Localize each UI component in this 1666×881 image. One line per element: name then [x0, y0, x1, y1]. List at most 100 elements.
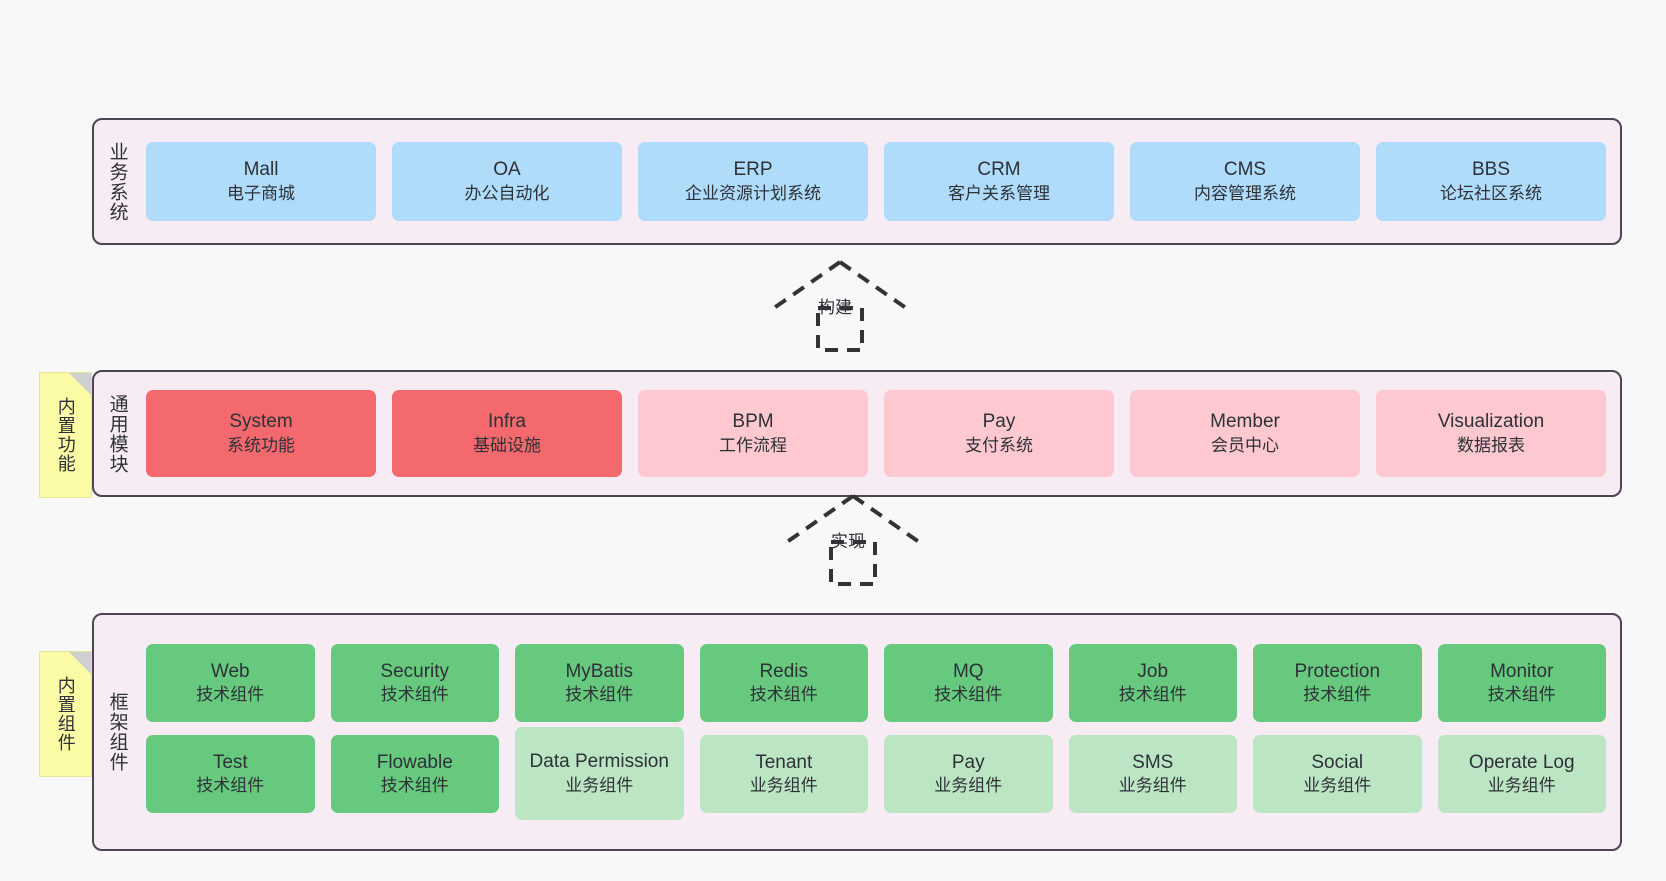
card-title: Tenant: [755, 751, 813, 773]
layer-business-system: 业务系统 Mall 电子商城 OA 办公自动化 ERP 企业资源计划系统 CRM…: [92, 118, 1622, 245]
card-bbs[interactable]: BBS 论坛社区系统: [1376, 142, 1606, 221]
layer-framework-component: 框架组件 Web 技术组件 Security 技术组件 MyBatis 技术组件…: [92, 613, 1622, 851]
card-member[interactable]: Member 会员中心: [1130, 390, 1360, 477]
card-pay-module[interactable]: Pay 支付系统: [884, 390, 1114, 477]
card-subtitle: 支付系统: [965, 435, 1033, 455]
card-bpm[interactable]: BPM 工作流程: [638, 390, 868, 477]
card-row: System 系统功能 Infra 基础设施 BPM 工作流程 Pay 支付系统…: [146, 390, 1606, 477]
layer-title-common-module: 通用模块: [106, 393, 128, 474]
card-subtitle: 技术组件: [196, 776, 265, 796]
card-sms[interactable]: SMS 业务组件: [1068, 735, 1237, 813]
card-subtitle: 技术组件: [380, 685, 449, 705]
card-protection[interactable]: Protection 技术组件: [1253, 644, 1422, 722]
card-flowable[interactable]: Flowable 技术组件: [330, 735, 499, 813]
card-pay-component[interactable]: Pay 业务组件: [884, 735, 1053, 813]
card-redis[interactable]: Redis 技术组件: [699, 644, 868, 722]
card-title: Test: [212, 751, 248, 773]
card-title: Infra: [487, 411, 527, 433]
card-subtitle: 技术组件: [1303, 685, 1372, 705]
connector-build: 构建: [760, 258, 920, 356]
card-subtitle: 内容管理系统: [1194, 183, 1296, 203]
card-subtitle: 业务组件: [1487, 776, 1556, 796]
card-mall[interactable]: Mall 电子商城: [146, 142, 376, 221]
card-title: CMS: [1223, 159, 1267, 181]
card-monitor[interactable]: Monitor 技术组件: [1437, 644, 1606, 722]
card-infra[interactable]: Infra 基础设施: [392, 390, 622, 477]
card-subtitle: 电子商城: [227, 183, 295, 203]
card-system[interactable]: System 系统功能: [146, 390, 376, 477]
card-subtitle: 技术组件: [380, 776, 449, 796]
card-subtitle: 业务组件: [565, 775, 634, 795]
card-operate-log[interactable]: Operate Log 业务组件: [1437, 735, 1606, 813]
card-subtitle: 业务组件: [1303, 776, 1372, 796]
card-title: Data Permission: [529, 751, 669, 773]
card-title: ERP: [733, 159, 773, 181]
layer-body-common-module: System 系统功能 Infra 基础设施 BPM 工作流程 Pay 支付系统…: [140, 372, 1620, 495]
page-fold-icon: [69, 373, 91, 395]
card-title: MQ: [952, 660, 984, 682]
card-test[interactable]: Test 技术组件: [146, 735, 315, 813]
card-title: Operate Log: [1468, 751, 1575, 773]
card-subtitle: 业务组件: [1118, 776, 1187, 796]
card-title: BBS: [1471, 159, 1511, 181]
sticky-note-builtin-feature: 内置功能: [39, 372, 92, 498]
card-title: Pay: [982, 411, 1016, 433]
card-web[interactable]: Web 技术组件: [146, 644, 315, 722]
card-subtitle: 系统功能: [227, 435, 295, 455]
layer-body-business-system: Mall 电子商城 OA 办公自动化 ERP 企业资源计划系统 CRM 客户关系…: [140, 120, 1620, 243]
card-tenant[interactable]: Tenant 业务组件: [699, 735, 868, 813]
card-subtitle: 技术组件: [1487, 685, 1556, 705]
card-subtitle: 业务组件: [749, 776, 818, 796]
card-security[interactable]: Security 技术组件: [330, 644, 499, 722]
card-title: BPM: [732, 411, 774, 433]
card-cms[interactable]: CMS 内容管理系统: [1130, 142, 1360, 221]
card-job[interactable]: Job 技术组件: [1068, 644, 1237, 722]
card-data-permission[interactable]: Data Permission 业务组件: [515, 727, 684, 820]
card-title: Redis: [759, 660, 809, 682]
card-subtitle: 技术组件: [1118, 685, 1187, 705]
card-crm[interactable]: CRM 客户关系管理: [884, 142, 1114, 221]
card-mq[interactable]: MQ 技术组件: [884, 644, 1053, 722]
card-subtitle: 客户关系管理: [948, 183, 1050, 203]
connector-implement-label: 实现: [831, 532, 865, 551]
layer-common-module: 通用模块 System 系统功能 Infra 基础设施 BPM 工作流程 Pay…: [92, 370, 1622, 497]
sticky-note-label: 内置功能: [55, 397, 76, 473]
card-row: Test 技术组件 Flowable 技术组件 Data Permission …: [146, 727, 1606, 820]
card-subtitle: 基础设施: [473, 435, 541, 455]
card-title: MyBatis: [565, 660, 634, 682]
card-title: System: [229, 411, 293, 433]
card-subtitle: 技术组件: [565, 685, 634, 705]
card-erp[interactable]: ERP 企业资源计划系统: [638, 142, 868, 221]
card-title: Flowable: [376, 751, 453, 773]
card-title: Protection: [1294, 660, 1381, 682]
card-oa[interactable]: OA 办公自动化: [392, 142, 622, 221]
card-title: Monitor: [1490, 660, 1554, 682]
card-subtitle: 会员中心: [1211, 435, 1279, 455]
card-subtitle: 业务组件: [934, 776, 1003, 796]
layer-title-business-system: 业务系统: [106, 141, 128, 222]
sticky-note-label: 内置组件: [55, 676, 76, 752]
card-social[interactable]: Social 业务组件: [1253, 735, 1422, 813]
page-fold-icon: [69, 652, 91, 674]
card-subtitle: 数据报表: [1457, 435, 1525, 455]
card-subtitle: 企业资源计划系统: [685, 183, 821, 203]
card-title: OA: [493, 159, 521, 181]
card-mybatis[interactable]: MyBatis 技术组件: [515, 644, 684, 722]
layer-title-framework-component: 框架组件: [106, 692, 128, 772]
card-title: Visualization: [1437, 411, 1545, 433]
sticky-note-builtin-component: 内置组件: [39, 651, 92, 777]
card-visualization[interactable]: Visualization 数据报表: [1376, 390, 1606, 477]
card-title: Web: [210, 660, 250, 682]
card-title: SMS: [1132, 751, 1174, 773]
card-subtitle: 技术组件: [934, 685, 1003, 705]
card-title: Security: [380, 660, 450, 682]
card-row: Mall 电子商城 OA 办公自动化 ERP 企业资源计划系统 CRM 客户关系…: [146, 142, 1606, 221]
card-subtitle: 办公自动化: [464, 183, 550, 203]
layer-body-framework-component: Web 技术组件 Security 技术组件 MyBatis 技术组件 Redi…: [140, 615, 1620, 849]
card-title: Pay: [951, 751, 985, 773]
connector-build-label: 构建: [818, 298, 852, 317]
card-title: Mall: [243, 159, 279, 181]
card-subtitle: 工作流程: [719, 435, 787, 455]
card-row: Web 技术组件 Security 技术组件 MyBatis 技术组件 Redi…: [146, 644, 1606, 722]
